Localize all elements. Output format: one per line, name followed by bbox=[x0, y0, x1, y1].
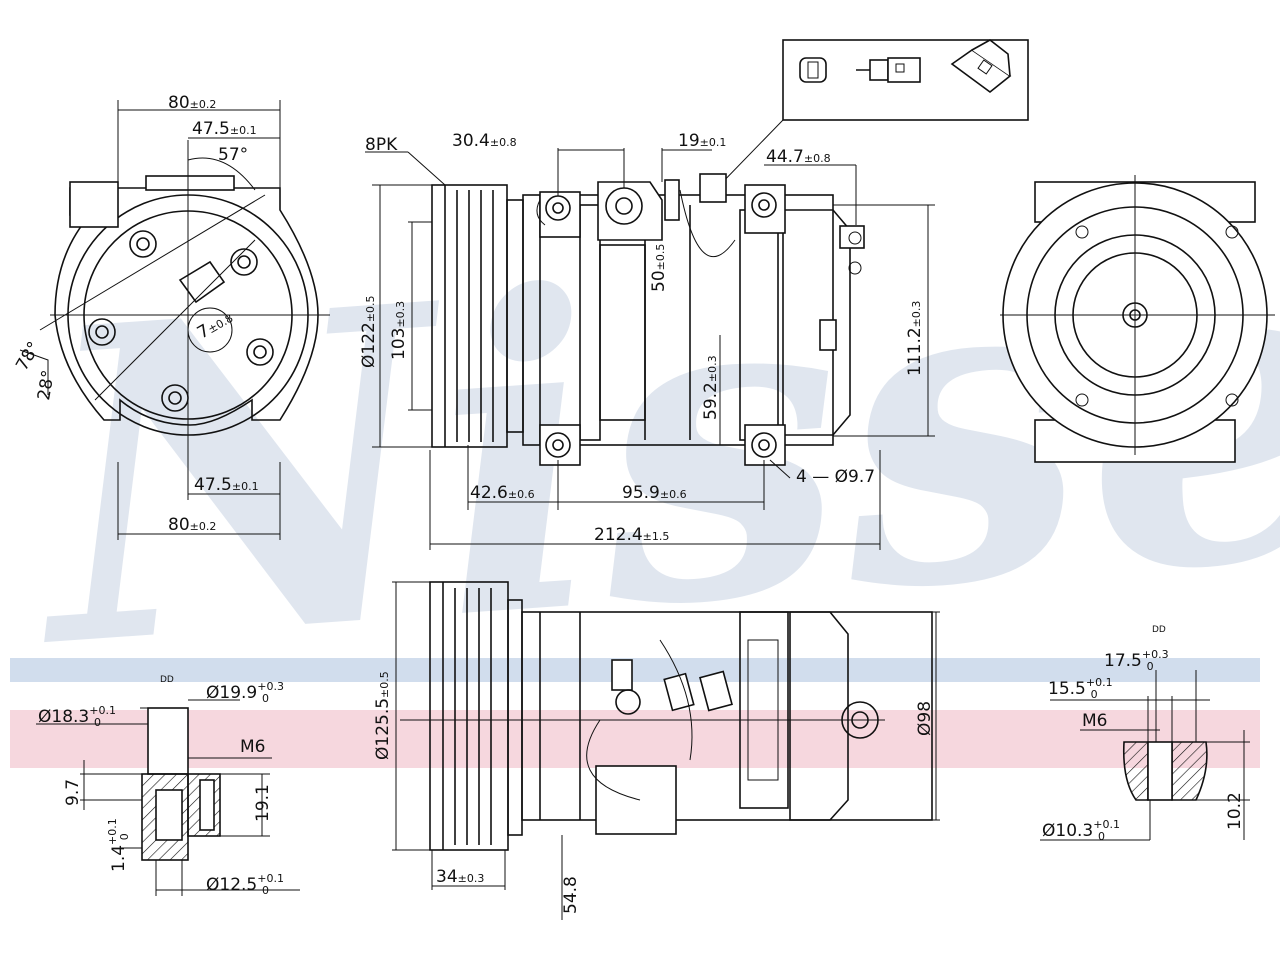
side-dim-5: 59.2±0.3 bbox=[701, 355, 721, 420]
bottom-diameter-125: Ø125.5±0.5 bbox=[373, 671, 393, 760]
side-dim-2: 19±0.1 bbox=[678, 131, 726, 151]
side-dim-3: 44.7±0.8 bbox=[766, 147, 831, 167]
front-top-width: 80±0.2 bbox=[168, 93, 216, 113]
connector-icons-box bbox=[714, 39, 1029, 191]
bottom-height-54: 54.8 bbox=[561, 876, 581, 914]
bottom-width-34: 34±0.3 bbox=[436, 867, 484, 887]
body-diameter: 103±0.3 bbox=[389, 301, 409, 360]
right-detail-label: DD bbox=[1152, 625, 1166, 635]
compressor-height: 111.2±0.3 bbox=[905, 301, 925, 376]
left-detail-thread: M6 bbox=[240, 737, 265, 757]
connector-round-icon bbox=[799, 57, 827, 83]
front-view bbox=[19, 100, 330, 540]
left-detail-h1: 9.7 bbox=[63, 779, 83, 806]
bottom-view bbox=[392, 581, 940, 920]
side-dim-6: 42.6±0.6 bbox=[470, 483, 535, 503]
belt-label: 8PK bbox=[365, 135, 398, 155]
front-angle-top: 57° bbox=[218, 145, 248, 165]
front-bottom-width: 80±0.2 bbox=[168, 515, 216, 535]
front-half-width-bottom: 47.5±0.1 bbox=[194, 475, 259, 495]
mounting-holes: 4 — Ø9.7 bbox=[796, 467, 875, 487]
rear-view bbox=[1000, 175, 1275, 463]
connector-plug-icon bbox=[856, 57, 921, 83]
side-dim-7: 95.9±0.6 bbox=[622, 483, 687, 503]
left-detail-h2: 19.1 bbox=[253, 784, 273, 822]
side-dim-1: 30.4±0.8 bbox=[452, 131, 517, 151]
blue-band bbox=[10, 658, 1260, 682]
side-view bbox=[365, 148, 935, 550]
connector-housing-icon bbox=[950, 39, 1012, 94]
right-detail-thread: M6 bbox=[1082, 711, 1107, 731]
front-half-width-top: 47.5±0.1 bbox=[192, 119, 257, 139]
right-detail-h1: 10.2 bbox=[1225, 792, 1245, 830]
left-port-detail bbox=[36, 699, 300, 896]
right-port-detail bbox=[1040, 670, 1250, 841]
bottom-diameter-98: Ø98 bbox=[915, 701, 935, 736]
side-dim-4: 50±0.5 bbox=[649, 244, 669, 292]
pulley-diameter: Ø122±0.5 bbox=[359, 295, 379, 368]
left-detail-label: DD bbox=[160, 675, 174, 685]
compressor-length: 212.4±1.5 bbox=[594, 525, 669, 545]
left-detail-h3: 1.4+0.10 bbox=[106, 818, 131, 872]
